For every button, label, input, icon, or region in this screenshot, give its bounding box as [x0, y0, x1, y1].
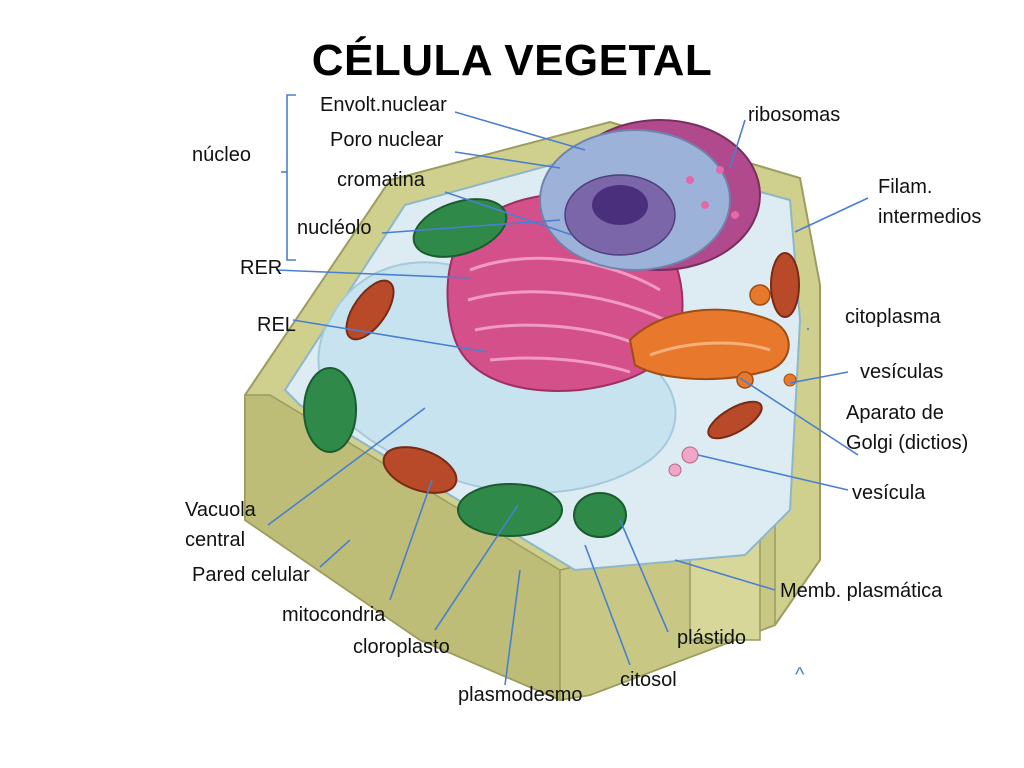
leader-mitocondria: [389, 479, 433, 601]
leader-vesiculas: [789, 371, 849, 384]
label-vacuola-line1: Vacuola: [185, 499, 256, 521]
leader-plastido: [619, 519, 669, 633]
label-filam-intermedios: Filam. intermedios: [878, 172, 981, 232]
leader-filam: [794, 197, 869, 233]
leader-lines: [267, 111, 869, 686]
nucleus: [539, 119, 761, 271]
leader-vacuola: [267, 407, 426, 526]
label-rel: REL: [257, 314, 296, 336]
caret-mark: ^: [795, 664, 805, 686]
label-pared-celular: Pared celular: [192, 564, 310, 586]
label-citoplasma: citoplasma: [845, 306, 941, 328]
label-golgi-line2: Golgi (dictios): [846, 432, 969, 454]
leader-envolt-nuclear: [454, 111, 586, 151]
leader-poro-nuclear: [454, 151, 561, 169]
vesicles: [668, 373, 797, 477]
label-filam-line1: Filam.: [878, 176, 933, 198]
chloroplasts: [303, 198, 627, 538]
label-envolt-nuclear: Envolt.nuclear: [320, 94, 447, 116]
label-cloroplasto: cloroplasto: [353, 636, 450, 658]
mitochondria: [345, 252, 800, 494]
label-vesicula: vesícula: [852, 482, 926, 504]
label-nucleo: núcleo: [192, 144, 251, 166]
leader-ribosomas: [729, 119, 746, 169]
label-memb-plasmatica: Memb. plasmática: [780, 580, 943, 602]
label-vesiculas: vesículas: [860, 361, 944, 383]
leader-cromatina: [444, 191, 573, 236]
leader-golgi: [739, 377, 859, 456]
label-golgi-line1: Aparato de: [846, 402, 944, 424]
label-ribosomas: ribosomas: [748, 104, 841, 126]
page-title: CÉLULA VEGETAL: [311, 36, 713, 85]
label-vacuola-line2: central: [185, 529, 246, 551]
label-citosol: citosol: [620, 669, 677, 691]
label-poro-nuclear: Poro nuclear: [330, 129, 444, 151]
label-cromatina: cromatina: [337, 169, 425, 191]
label-plastido: plástido: [677, 627, 746, 649]
label-plasmodesmo: plasmodesmo: [458, 684, 583, 706]
label-mitocondria: mitocondria: [282, 604, 386, 626]
nucleus-bracket: [286, 94, 296, 261]
leader-memb-plasmatica: [674, 559, 776, 591]
label-vacuola-central: Vacuola central: [185, 495, 256, 555]
label-aparato-golgi: Aparato de Golgi (dictios): [846, 398, 968, 458]
leader-cloroplasto: [434, 504, 519, 631]
leader-citosol: [584, 544, 631, 666]
label-rer: RER: [240, 257, 283, 279]
leader-plasmodesmo: [504, 569, 521, 686]
golgi-apparatus: [628, 284, 790, 389]
leader-rer: [275, 269, 471, 279]
leader-vesicula: [697, 454, 849, 491]
leader-nucleolo: [381, 219, 561, 234]
leader-rel: [292, 319, 489, 353]
label-nucleolo: nucléolo: [297, 217, 372, 239]
leader-pared-celular: [319, 539, 351, 568]
label-filam-line2: intermedios: [878, 206, 982, 228]
